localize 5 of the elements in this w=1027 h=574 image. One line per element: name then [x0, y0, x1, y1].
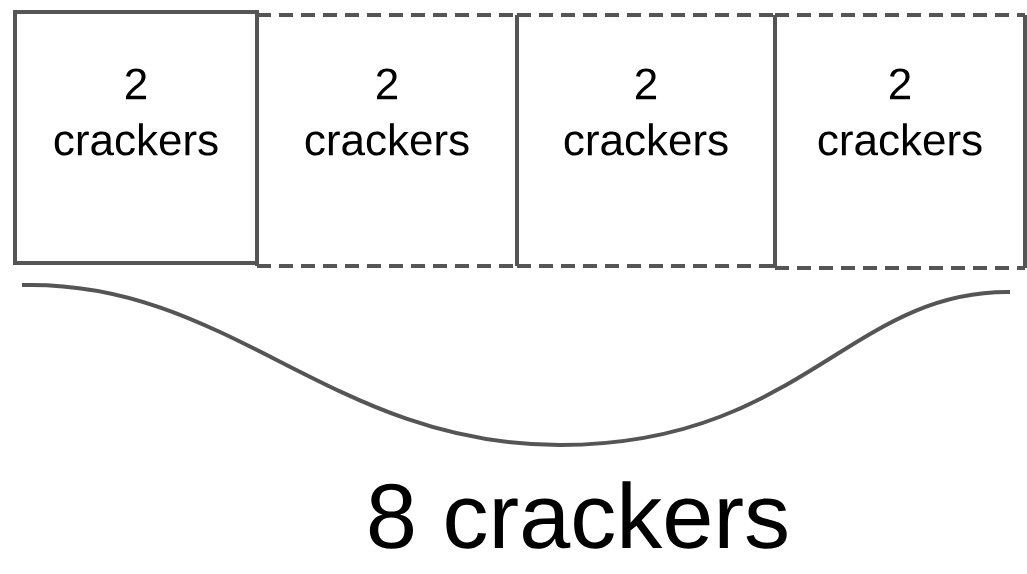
cell-box: 2 crackers — [773, 13, 1027, 270]
cell-box: 2 crackers — [13, 10, 259, 265]
total-label: 8 crackers — [369, 481, 787, 549]
cell-box: 2 crackers — [255, 13, 519, 268]
cell-box: 2 crackers — [515, 13, 777, 268]
